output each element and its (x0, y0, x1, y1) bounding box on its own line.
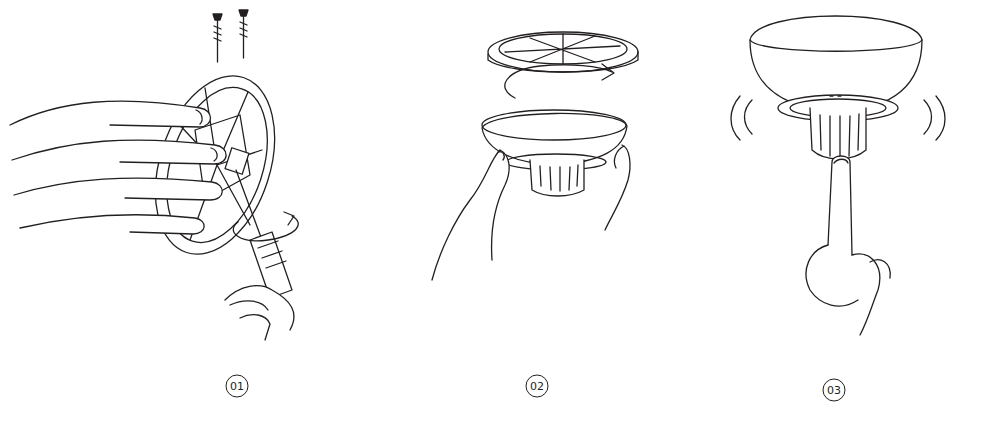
chamber-vents (540, 165, 578, 191)
circle-shape (823, 379, 845, 401)
chamber-vents (820, 114, 859, 157)
sensor-chamber (530, 160, 584, 196)
finger (20, 215, 204, 234)
turning-hand (225, 286, 294, 340)
index-finger (828, 156, 852, 255)
step-number: 02 (530, 381, 544, 392)
fingernail (498, 152, 504, 160)
finger (12, 140, 226, 164)
screw-pair (213, 10, 248, 62)
fingernail (196, 110, 217, 161)
detector-ceiling-line (750, 40, 922, 51)
hand-palm (806, 245, 880, 335)
indicator-led (830, 95, 841, 96)
plate-edge (488, 52, 638, 72)
thumb (870, 260, 890, 278)
screwdriver-shaft (236, 170, 262, 240)
holding-hand (10, 101, 226, 234)
step-number-circle: 01 (225, 374, 249, 398)
rotation-arrow (233, 216, 298, 241)
base-plate-top (488, 32, 638, 72)
screw-shaft (217, 20, 218, 62)
screw-thread (214, 26, 221, 41)
finger (14, 178, 222, 200)
right-hand (605, 145, 630, 230)
curved-arrow (505, 65, 612, 98)
holding-hands (432, 145, 630, 280)
step-number: 03 (827, 385, 841, 396)
step-number: 01 (230, 381, 244, 392)
screwdriver (225, 170, 298, 340)
plate-inner (499, 34, 627, 64)
vibration-marks (731, 96, 945, 140)
screw-head (239, 10, 248, 16)
detector-dome (482, 113, 627, 165)
vibration-arc (731, 96, 752, 140)
rotation-arrow-head (284, 212, 294, 225)
screw-thread (240, 22, 247, 37)
curved-arrow-head (602, 64, 614, 80)
finger (10, 101, 211, 127)
screw-shaft (243, 16, 244, 58)
screw-head (213, 14, 222, 20)
circle-shape (526, 375, 548, 397)
step-number-circle: 02 (525, 374, 549, 398)
handle-grip (258, 241, 286, 268)
sensor-chamber (810, 108, 866, 159)
left-hand (432, 150, 509, 280)
rotation-arrow (505, 64, 614, 98)
plate-latch (225, 148, 249, 174)
fingernail (834, 159, 848, 163)
plate-rim (488, 32, 638, 72)
step-number-circle: 03 (822, 378, 846, 402)
plate-ribs (505, 34, 620, 64)
vibration-arc (924, 96, 945, 140)
detector-top (482, 110, 626, 140)
circle-shape (226, 375, 248, 397)
detector-mounted (750, 16, 922, 159)
pressing-hand (806, 156, 890, 335)
